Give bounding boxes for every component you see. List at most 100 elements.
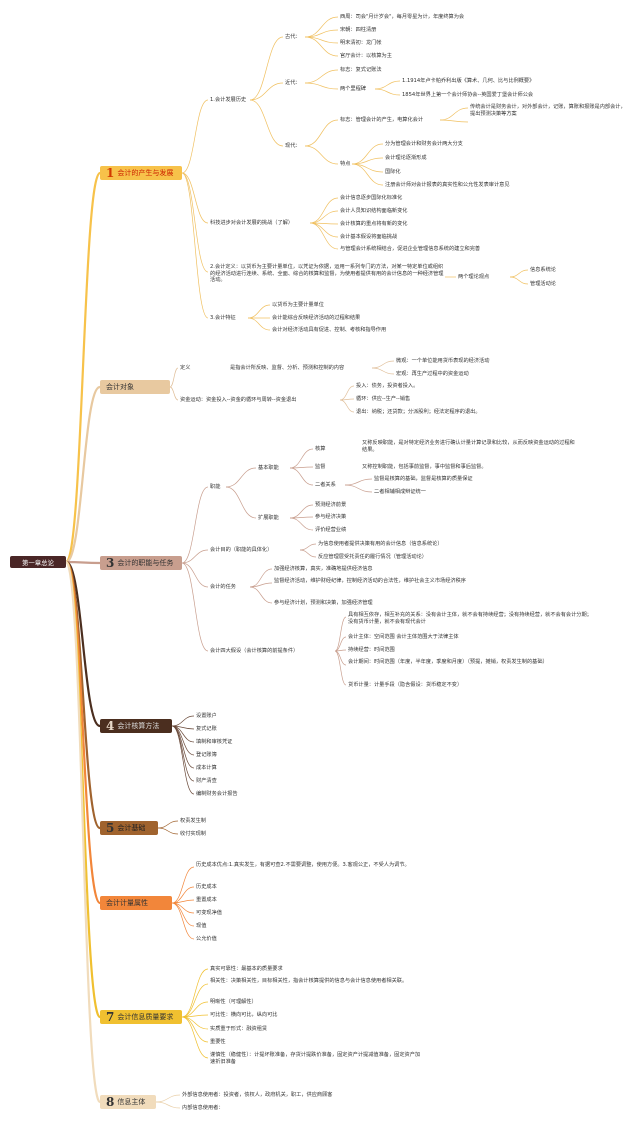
b3-goal-link-0 — [299, 543, 317, 551]
b1-link-3 — [181, 172, 209, 319]
b1-definition[interactable]: 2.会计定义：以货币为主要计量单位，以凭证为依据，运用一系列专门的方法，对某一特… — [210, 264, 444, 284]
b3-func[interactable]: 职能 — [210, 484, 221, 490]
b7-link-2 — [181, 1001, 209, 1018]
b3-rel-link-0 — [344, 478, 373, 486]
b5-link-0 — [157, 820, 179, 829]
b2-link-0 — [169, 367, 179, 388]
root-link-object — [65, 385, 101, 564]
b3-extend[interactable]: 扩展职能 — [258, 515, 279, 521]
branch-object[interactable]: 会计对象 — [100, 380, 170, 394]
b1-features[interactable]: 特点 — [340, 161, 351, 167]
b3-supervise[interactable]: 监督 — [315, 464, 326, 470]
b3-basic-link-0 — [289, 448, 314, 469]
b5-item-2: 收付实现制 — [180, 831, 206, 837]
b3-extend-2: 参与经济决策 — [315, 514, 347, 520]
b7-item-3: 明晰性（可理解性） — [210, 999, 257, 1005]
b7-item-7: 谨慎性（稳健性）：计提坏账准备，存货计提跌价准备，固定资产计提减值准备，固定资产… — [210, 1052, 421, 1065]
b1-modern[interactable]: 近代： — [285, 80, 301, 86]
b1-ancient-link-0 — [304, 16, 339, 38]
branch-label: 会计信息质量要求 — [117, 1013, 174, 1021]
b3-assume-link-1 — [334, 636, 347, 652]
branch-measurement[interactable]: 会计计量属性 — [100, 896, 172, 910]
b3-func-link-1 — [225, 486, 257, 519]
b7-item-5: 实质重于形式：融资租赁 — [210, 1026, 268, 1032]
b3-goal[interactable]: 会计目的（职能的具体化） — [210, 547, 273, 553]
b4-item-7: 编制财务会计报告 — [196, 791, 238, 797]
b1-milestones[interactable]: 两个里程碑 — [340, 86, 366, 92]
b2-def-text[interactable]: 是指会计所反映、监督、分析、预测和控制的内容 — [230, 365, 345, 371]
b3-relation-1: 监督是核算的基础，监督是核算的质量保证 — [374, 476, 473, 482]
b1-modern-link-1 — [304, 82, 339, 90]
b1-feature-2: 会计理论逐渐形成 — [385, 155, 427, 161]
b3-basic[interactable]: 基本职能 — [258, 465, 279, 471]
root-link-quality — [64, 560, 102, 1019]
b1-tech-link-1 — [309, 210, 339, 224]
branch-number: 1 — [106, 166, 115, 180]
b1-theories[interactable]: 两个理论观点 — [458, 274, 490, 280]
b1-tech-link-0 — [309, 197, 339, 224]
b2-motion[interactable]: 资金运动：资金投入--资金的循环与周转--资金退出 — [180, 397, 297, 403]
b3-func-link-0 — [225, 467, 257, 488]
b1-contemporary[interactable]: 现代： — [285, 143, 301, 149]
b1-link-1 — [181, 172, 209, 224]
b3-goal-1: 为信息使用者提供决策有用的会计信息（信息系统论） — [318, 541, 443, 547]
b3-assumption-4: 会计期间：时间范围（年度，半年度，季度和月度）（预提，摊销，权责发生制的基础） — [348, 659, 548, 665]
b1-traits[interactable]: 3.会计特征 — [210, 315, 236, 321]
b2-def[interactable]: 定义 — [180, 365, 191, 371]
b3-rel-link-1 — [344, 484, 373, 493]
b3-relation[interactable]: 二者关系 — [315, 482, 336, 488]
b4-link-0 — [171, 715, 195, 727]
b7-link-6 — [181, 1016, 209, 1059]
b1-cont-mark[interactable]: 标志：管理会计的产生，电算化会计 — [340, 117, 424, 123]
b2-def-link-0 — [371, 360, 395, 369]
b1-tech[interactable]: 科技进步对会计发展的挑战（了解） — [210, 220, 294, 226]
b7-item-6: 重要性 — [210, 1039, 226, 1045]
b1-milestone-1: 1.1914年卢卡帕乔利出版《算术、几何、比与比例概要》 — [402, 78, 535, 84]
b1-cont-link-1 — [304, 145, 339, 165]
b3-goal-2: 反应管理层受托责任的履行情况（管理活动论） — [318, 554, 427, 560]
b3-calc[interactable]: 核算 — [315, 446, 326, 452]
b1-tech-4: 会计基本假设将面临挑战 — [340, 234, 398, 240]
b3-task[interactable]: 会计的任务 — [210, 584, 236, 590]
b7-link-0 — [181, 968, 209, 1018]
b5-link-1 — [157, 827, 179, 835]
b4-link-3 — [171, 725, 195, 756]
branch-label: 信息主体 — [117, 1098, 146, 1106]
branch-label: 会计计量属性 — [106, 899, 148, 907]
b1-ancient[interactable]: 古代： — [285, 34, 301, 40]
branch-label: 会计对象 — [106, 383, 134, 391]
b1-tech-link-3 — [309, 222, 339, 238]
b3-calc-text: 又称反映职能，是对特定经济业务进行确认计量计算记录和比较，从而反映资金运动的过程… — [362, 440, 575, 453]
b3-link-1 — [181, 549, 209, 564]
b7-item-4: 可比性：横向可比，纵向可比 — [210, 1012, 278, 1018]
b1-history[interactable]: 1.会计发展历史 — [210, 97, 247, 103]
b4-item-6: 财产清查 — [196, 778, 217, 784]
b1-feat-link-1 — [351, 157, 384, 165]
root-link-origin — [64, 171, 102, 564]
b1-tech-3: 会计核算的重点将有新的变化 — [340, 221, 408, 227]
b1-modern-mark: 标志：复式记账法 — [340, 67, 382, 73]
b8-item-2: 内部信息使用者： — [182, 1105, 224, 1111]
b3-assume-link-4 — [334, 650, 347, 686]
b1-trait-2: 会计能综合反映经济活动的过程和结果 — [272, 315, 361, 321]
b1-tech-link-4 — [309, 222, 339, 250]
b6-item-4: 可变现净值 — [196, 910, 222, 916]
b3-assumption-3: 持续经营：时间范围 — [348, 647, 395, 653]
b6-link-0 — [171, 866, 195, 904]
b6-link-5 — [171, 902, 195, 940]
branch-label: 会计核算方法 — [117, 722, 160, 730]
b4-item-2: 复式记账 — [196, 726, 217, 732]
b1-cont-link-0 — [304, 119, 339, 147]
b5-item-1: 权责发生制 — [180, 818, 206, 824]
b2-macro: 宏观：再生产过程中的资金运动 — [396, 371, 469, 377]
root-node[interactable]: 第一章总论 — [10, 556, 66, 568]
b1-tech-5: 与管理会计系统相结合，促进企业管理信息系统的建立和完善 — [340, 246, 481, 252]
b1-feat-link-3 — [351, 163, 384, 186]
b3-assumption[interactable]: 会计四大假设（会计核算的前提条件） — [210, 648, 299, 654]
